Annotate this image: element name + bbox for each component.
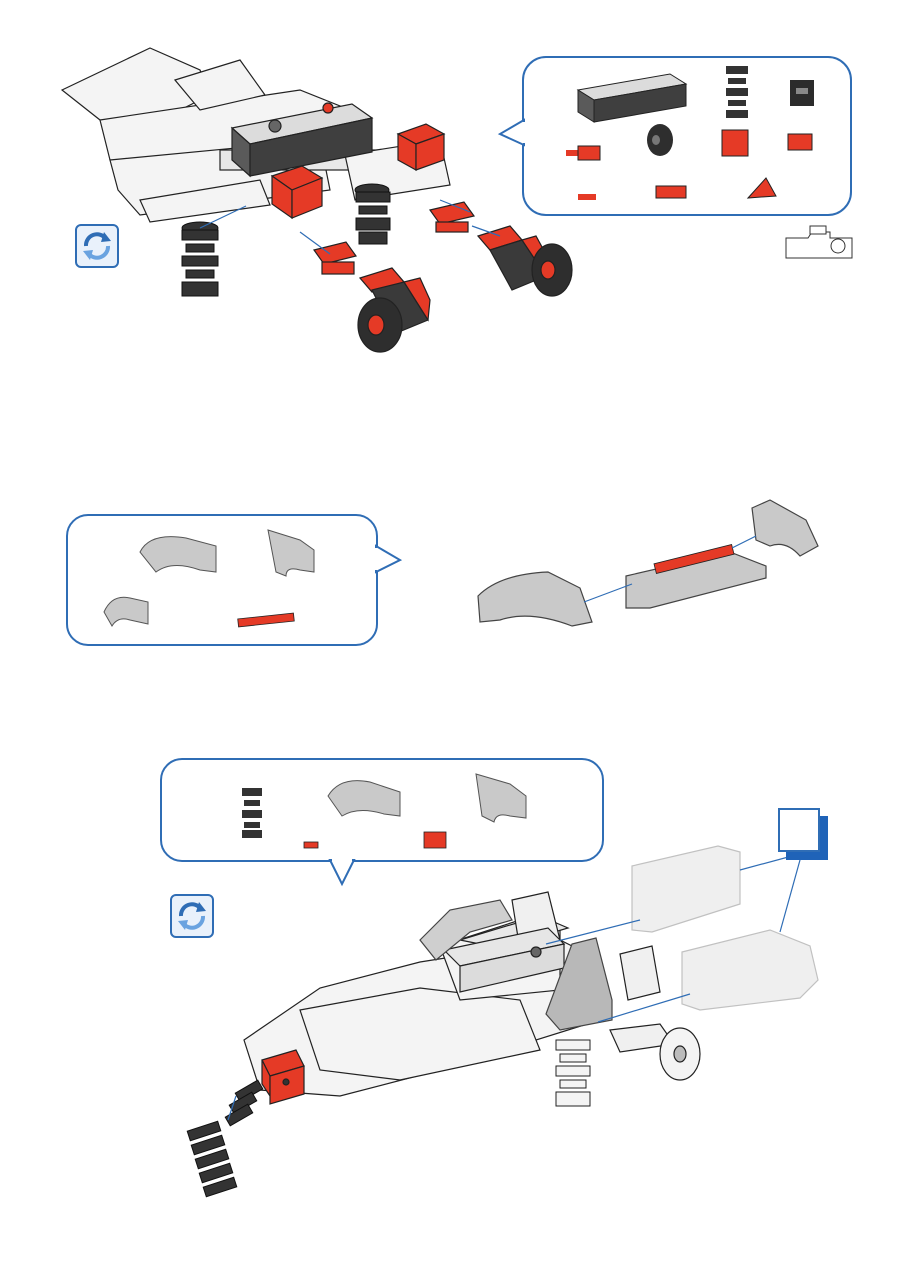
step-3-spring-loose bbox=[187, 1121, 237, 1196]
step-3-spring-middle bbox=[556, 1040, 590, 1106]
ghost-long-fairing bbox=[682, 930, 818, 1010]
step-3-red-block bbox=[262, 1050, 304, 1104]
callout-3-pointer bbox=[330, 860, 354, 884]
step-3-spring-front bbox=[225, 1080, 263, 1126]
rotate-icon-step-3 bbox=[170, 894, 214, 938]
callout-3-red-block bbox=[424, 832, 446, 848]
callout-3-small-pin bbox=[304, 842, 318, 848]
rotate-arrows-icon bbox=[172, 896, 212, 936]
callout-3-short-fairing bbox=[476, 774, 526, 822]
step-number-box bbox=[778, 808, 820, 852]
step-number-label bbox=[780, 810, 818, 850]
ghost-short-fairing bbox=[632, 846, 740, 932]
callout-3-spring bbox=[242, 788, 262, 838]
step-3-wheel bbox=[610, 1024, 700, 1080]
callout-3-long-fairing bbox=[328, 781, 400, 816]
